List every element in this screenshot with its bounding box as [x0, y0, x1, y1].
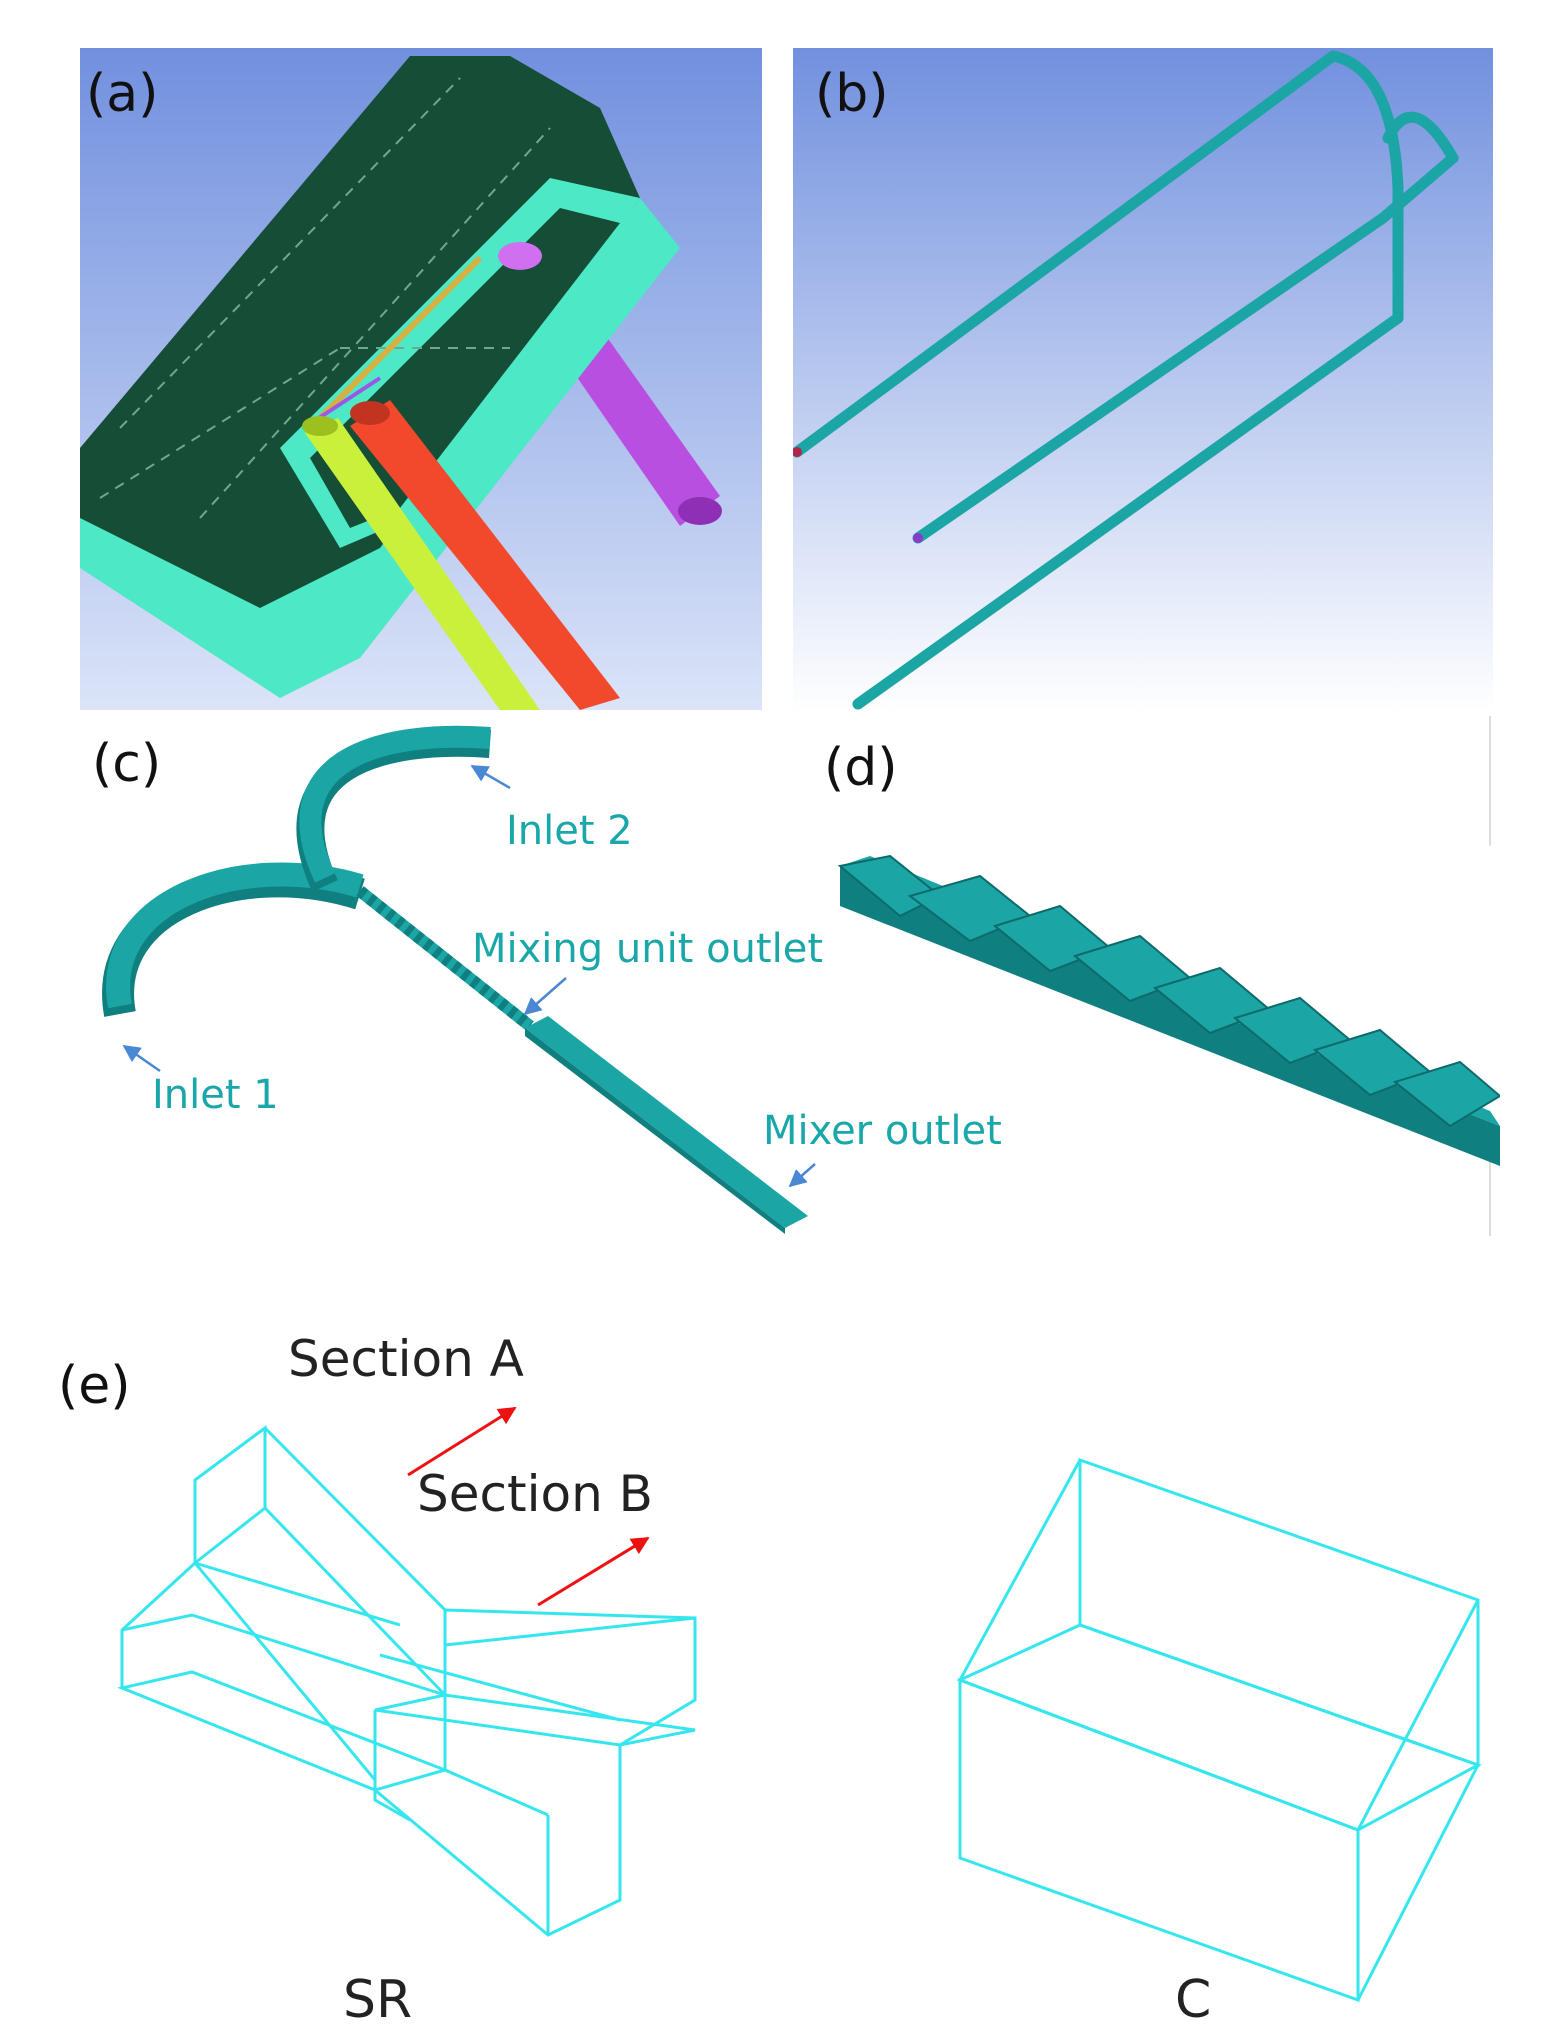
panel-d-render: [837, 716, 1500, 1236]
sr-caption: SR: [343, 1970, 413, 2030]
section-a-label: Section A: [288, 1330, 524, 1388]
inlet-arc-2: [1382, 111, 1459, 164]
c-wireframe: [956, 1457, 1482, 2003]
long-channel-2: [912, 212, 1389, 544]
mixing-unit-outlet-arrow: [523, 977, 567, 1016]
housing-top-face: [80, 56, 640, 608]
inlet-arc-1: [1327, 50, 1404, 194]
c-caption: C: [1175, 1970, 1212, 2030]
inlet-2-label: Inlet 2: [506, 808, 633, 854]
panel-a-render: [80, 48, 762, 710]
panel-a-label: (a): [86, 64, 159, 124]
long-channel-3: [852, 312, 1404, 710]
panel-b-3d-channel-view: (b): [793, 48, 1493, 712]
panel-a-3d-housing-view: (a): [80, 48, 762, 710]
inlet-1-arrow: [122, 1044, 161, 1073]
panel-e-cross-section-wireframes: (e) Section A Section B SR C: [40, 1300, 1530, 2040]
inlet-2-arrow: [470, 764, 511, 790]
panel-c-label: (c): [92, 734, 162, 794]
panel-e-render: [117, 1406, 1482, 2003]
yellow-tube: [305, 418, 540, 710]
section-b-arrow: [537, 1536, 650, 1607]
panel-b-render: [793, 48, 1493, 712]
mixer-outlet-label: Mixer outlet: [763, 1108, 1002, 1154]
panel-d-label: (d): [824, 738, 898, 798]
panel-b-label: (b): [815, 64, 889, 124]
section-a-arrow: [407, 1406, 517, 1477]
panel-c-render: [102, 725, 816, 1234]
inlet-2-arc: [299, 725, 491, 883]
mixer-channel: [317, 255, 483, 421]
long-channel-1: [793, 50, 1339, 458]
mixer-outlet-channel: [525, 1016, 808, 1228]
panel-e-label: (e): [58, 1356, 131, 1416]
panel-d-mixing-unit-closeup: (d): [820, 716, 1500, 1236]
mixing-unit-outlet-label: Mixing unit outlet: [472, 926, 823, 972]
inlet-1-label: Inlet 1: [152, 1072, 279, 1118]
red-tube: [350, 400, 620, 710]
sr-wireframe: [117, 1425, 697, 1937]
panel-c-mixer-geometry: (c) Inlet 2 Inlet 1 Mixing unit outlet M…: [80, 716, 1002, 1236]
section-b-label: Section B: [417, 1465, 653, 1523]
mixer-outlet-arrow: [788, 1163, 816, 1188]
